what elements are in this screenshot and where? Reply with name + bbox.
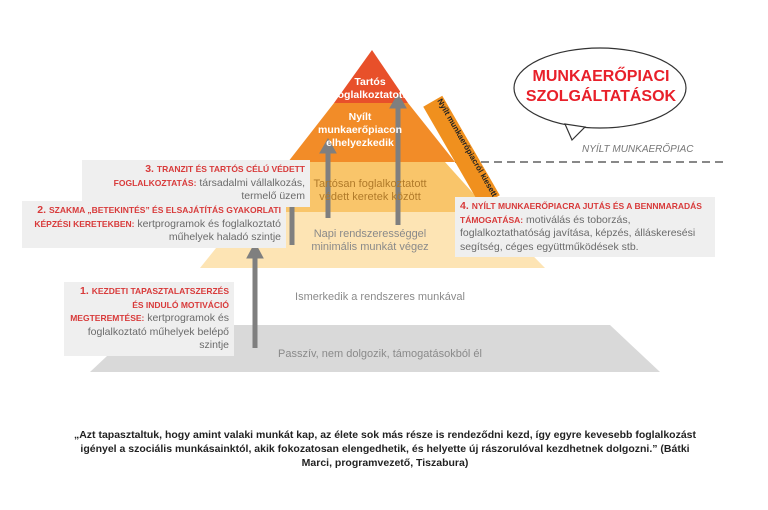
arrow-up-icon xyxy=(389,92,407,225)
step-heading: Kezdeti tapasztalatszerzés és induló mot… xyxy=(70,286,229,323)
label-line: minimális munkát végez xyxy=(311,241,429,253)
step-number: 2. xyxy=(37,204,47,216)
level-permanent-label: Tartós foglalkoztatott xyxy=(330,76,410,102)
label-line: Tartósan foglalkoztatott xyxy=(313,178,427,190)
level-familiarize-label: Ismerkedik a rendszeres munkával xyxy=(295,291,465,303)
step-text: társadalmi vállalkozás, termelő üzem xyxy=(199,176,305,203)
label-line: védett keretek között xyxy=(319,191,421,203)
open-market-label: NYÍLT MUNKAERŐPIAC xyxy=(582,144,694,155)
step-text: motiválás és toborzás, foglalkoztathatós… xyxy=(460,213,696,253)
label-line: Tartós xyxy=(354,76,386,88)
label-line: foglalkoztatott xyxy=(334,89,406,101)
label-line: Nyílt xyxy=(348,111,372,123)
bubble-title-line1: MUNKAERŐPIACI xyxy=(532,68,670,85)
step-text: kertprogramok és foglalkoztató műhelyek … xyxy=(87,312,229,351)
step-heading: Nyílt munkaerőpiacra jutás és a bennmara… xyxy=(460,201,702,225)
level-minimal-work-label: Napi rendszerességgel minimális munkát v… xyxy=(290,228,450,254)
step-heading: Szakma „betekintés” és elsajátítás gyako… xyxy=(34,205,281,229)
bubble-title: MUNKAERŐPIACI SZOLGÁLTATÁSOK xyxy=(516,50,686,128)
step-number: 4. xyxy=(460,200,469,212)
step-4-box: 4. Nyílt munkaerőpiacra jutás és a bennm… xyxy=(455,197,715,257)
label-line: elhelyezkedik xyxy=(326,137,394,149)
step-heading: Tranzit és tartós célú védett foglalkozt… xyxy=(113,164,305,188)
quote: „Azt tapasztaltuk, hogy amint valaki mun… xyxy=(73,429,697,469)
arrow-up-icon xyxy=(246,241,264,348)
bubble-title-line2: SZOLGÁLTATÁSOK xyxy=(525,88,677,105)
step-text: kertprogramok és foglalkoztató műhelyek … xyxy=(137,217,281,244)
level-protected-label: Tartósan foglalkoztatott védett keretek … xyxy=(290,178,450,204)
level-open-market-label: Nyílt munkaerőpiacon elhelyezkedik xyxy=(300,111,420,150)
pyramid-level-permanent xyxy=(334,50,408,103)
level-passive-label: Passzív, nem dolgozik, támogatásokból él xyxy=(277,348,482,360)
step-number: 1. xyxy=(80,285,89,297)
speech-bubble xyxy=(513,47,687,129)
arrow-up-icon xyxy=(319,137,337,218)
step-3-box: 3. Tranzit és tartós célú védett foglalk… xyxy=(82,160,310,207)
speech-bubble-tail xyxy=(564,123,587,142)
step-1-box: 1. Kezdeti tapasztalatszerzés és induló … xyxy=(64,282,234,356)
step-number: 3. xyxy=(145,163,154,175)
label-line: Napi rendszerességgel xyxy=(313,228,427,240)
step-2-box: 2. Szakma „betekintés” és elsajátítás gy… xyxy=(22,201,286,248)
label-line: munkaerőpiacon xyxy=(317,124,403,136)
